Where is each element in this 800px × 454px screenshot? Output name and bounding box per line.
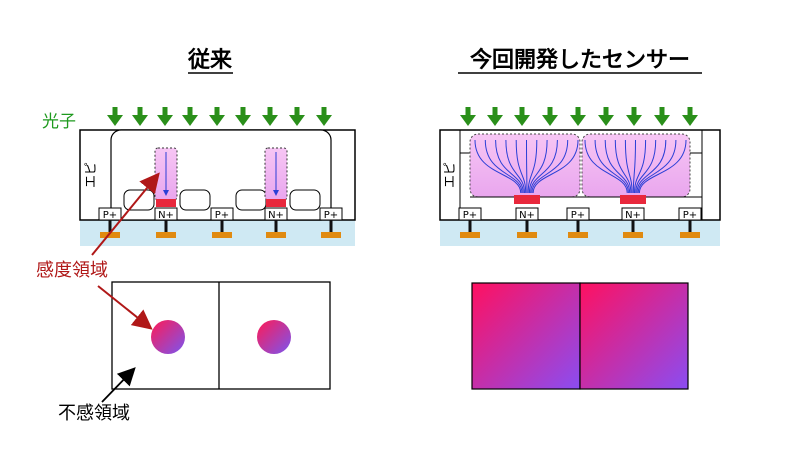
- down-arrow-icon: [209, 107, 225, 126]
- n-plus-label: N+: [158, 210, 174, 221]
- pixel-view-conventional: [112, 282, 330, 389]
- pixel-square: [472, 283, 580, 389]
- down-arrow-icon: [682, 107, 698, 126]
- n-plus-label: N+: [519, 210, 535, 221]
- title-conventional: 従来: [187, 47, 233, 73]
- sensitive-spot: [151, 320, 185, 354]
- photon-label: 光子: [42, 112, 76, 132]
- cross-section-conventional: エピ P+ N+ P+ N+ P+: [80, 130, 355, 246]
- down-arrow-icon: [542, 107, 558, 126]
- gate-bump: [180, 190, 210, 210]
- down-arrow-icon: [570, 107, 586, 126]
- down-arrow-icon: [514, 107, 530, 126]
- n-plus-implant: [514, 195, 540, 204]
- down-arrow-icon: [460, 107, 476, 126]
- n-plus-label: N+: [268, 210, 284, 221]
- down-arrow-icon: [235, 107, 251, 126]
- cross-section-new-sensor: エピ P+ N+ P+ N+ P+: [440, 130, 720, 246]
- p-plus-label: P+: [683, 210, 697, 221]
- p-plus-label: P+: [324, 210, 338, 221]
- n-plus-label: N+: [625, 210, 641, 221]
- down-arrow-icon: [132, 107, 148, 126]
- down-arrow-icon: [487, 107, 503, 126]
- title-new-sensor: 今回開発したセンサー: [470, 47, 690, 73]
- down-arrow-icon: [598, 107, 614, 126]
- pixel-square: [580, 283, 688, 389]
- down-arrow-icon: [182, 107, 198, 126]
- sensitive-spot: [257, 320, 291, 354]
- insensitive-region-label: 不感領域: [58, 403, 130, 424]
- down-arrow-icon: [316, 107, 332, 126]
- p-plus-label: P+: [215, 210, 229, 221]
- n-plus-implant: [266, 199, 286, 207]
- p-plus-label: P+: [571, 210, 585, 221]
- pixel-view-new-sensor: [472, 283, 688, 389]
- n-plus-implant: [620, 195, 646, 204]
- photon-arrows-right: [460, 107, 698, 126]
- photon-arrows-left: [107, 107, 332, 126]
- down-arrow-icon: [157, 107, 173, 126]
- down-arrow-icon: [654, 107, 670, 126]
- gate-bump: [290, 190, 320, 210]
- epi-label-left: エピ: [84, 162, 99, 188]
- down-arrow-icon: [626, 107, 642, 126]
- sensitive-region-label: 感度領域: [36, 260, 108, 281]
- p-plus-label: P+: [463, 210, 477, 221]
- down-arrow-icon: [262, 107, 278, 126]
- n-plus-implant: [156, 199, 176, 207]
- gate-bump: [236, 190, 266, 210]
- down-arrow-icon: [107, 107, 123, 126]
- epi-label-right: エピ: [443, 162, 458, 188]
- p-plus-label: P+: [103, 210, 117, 221]
- pixel-frame-left: [112, 282, 330, 389]
- down-arrow-icon: [289, 107, 305, 126]
- gate-bump: [124, 190, 154, 210]
